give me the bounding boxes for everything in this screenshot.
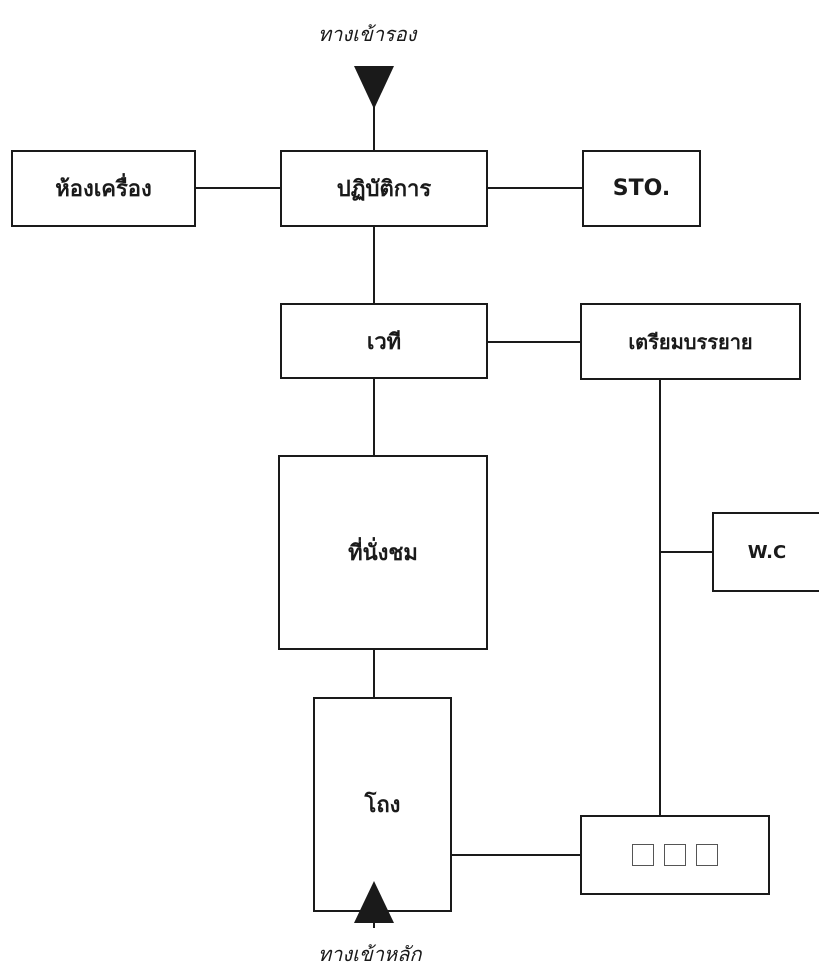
unlabeled-glyphs	[627, 844, 723, 866]
wc-label: W.C	[747, 541, 787, 563]
ticket-box: โถง	[313, 697, 452, 912]
placeholder-glyph-3	[696, 844, 718, 866]
stage-label: เวที	[366, 329, 402, 355]
entrance-main-label: ทางเข้าหลัก	[318, 942, 422, 966]
stage-box: เวที	[280, 303, 488, 379]
storage-label: STO.	[612, 176, 671, 201]
machine-room-label: ห้องเครื่อง	[55, 177, 152, 202]
lecture-prep-label: เตรียมบรรยาย	[628, 329, 753, 354]
operations-box: ปฏิบัติการ	[280, 150, 488, 227]
seating-box: ที่นั่งชม	[278, 455, 488, 650]
entrance-main-arrow-icon	[354, 881, 394, 923]
machine-room-box: ห้องเครื่อง	[11, 150, 196, 227]
seating-label: ที่นั่งชม	[348, 541, 418, 566]
placeholder-glyph-2	[664, 844, 686, 866]
operations-label: ปฏิบัติการ	[336, 177, 432, 202]
storage-box: STO.	[582, 150, 701, 227]
placeholder-glyph-1	[632, 844, 654, 866]
service-box	[580, 815, 770, 895]
lecture-prep-box: เตรียมบรรยาย	[580, 303, 801, 380]
ticket-label: โถง	[364, 793, 401, 818]
wc-box: W.C	[712, 512, 819, 592]
entrance-secondary-label: ทางเข้ารอง	[318, 22, 417, 46]
entrance-secondary-arrow-icon	[354, 66, 394, 109]
